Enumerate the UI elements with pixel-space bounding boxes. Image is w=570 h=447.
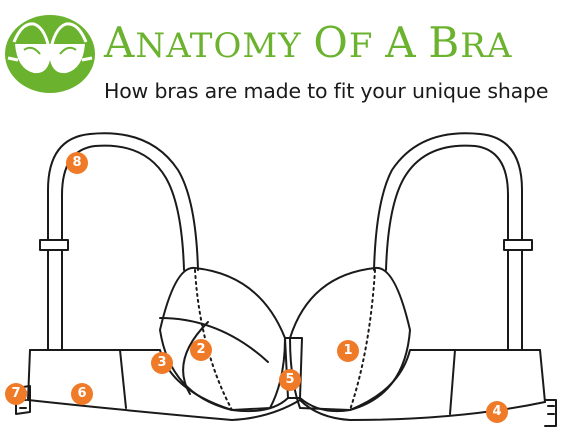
right-cup — [289, 266, 411, 411]
right-cup-dotted — [349, 269, 376, 411]
right-strap-inner — [385, 144, 509, 351]
right-band-end — [539, 349, 546, 403]
right-band — [299, 349, 541, 413]
marker-4: 4 — [486, 401, 508, 423]
left-band-seam — [119, 349, 127, 409]
header: ANATOMY OF A BRA How bras are made to fi… — [0, 0, 570, 110]
bra-logo-icon — [5, 15, 95, 93]
marker-6: 6 — [71, 383, 93, 405]
right-strap — [373, 132, 523, 351]
page-subtitle: How bras are made to fit your unique sha… — [104, 79, 549, 103]
left-strap-slider — [39, 239, 69, 251]
page-title: ANATOMY OF A BRA — [104, 18, 513, 67]
marker-3: 3 — [151, 352, 173, 374]
right-hook-eye — [544, 399, 557, 427]
marker-2: 2 — [190, 339, 212, 361]
marker-8: 8 — [66, 152, 88, 174]
left-band-bottom — [27, 399, 301, 421]
left-band-end — [27, 349, 31, 401]
left-strap-inner — [61, 144, 185, 351]
right-strap-slider — [503, 239, 533, 251]
left-cup-dotted — [194, 269, 233, 411]
marker-5: 5 — [279, 369, 301, 391]
right-band-seam — [449, 349, 456, 415]
marker-7: 7 — [5, 383, 27, 405]
left-strap — [47, 132, 199, 351]
marker-1: 1 — [337, 340, 359, 362]
left-cup-seam — [159, 317, 269, 363]
